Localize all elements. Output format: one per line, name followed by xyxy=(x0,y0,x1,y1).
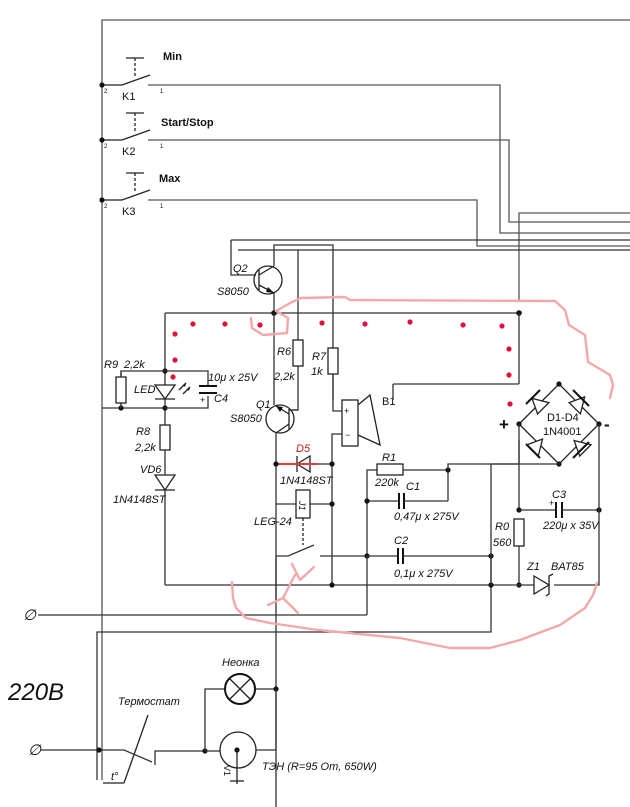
led-diode xyxy=(153,384,177,401)
bridge-ref: D1-D4 xyxy=(547,412,579,424)
switch-bank: Min K1 2 1 Start/Stop K2 2 1 Max K3 2 1 xyxy=(99,19,630,780)
switch-k1[interactable] xyxy=(99,57,630,234)
left-rail-wire xyxy=(101,19,630,780)
r8-value: 2,2k xyxy=(134,442,156,454)
svg-text:+: + xyxy=(549,498,554,508)
switch-k2[interactable] xyxy=(99,112,630,223)
q2-part: S8050 xyxy=(217,286,250,298)
r9-value: 2,2k xyxy=(123,359,145,371)
z1-ref: Z1 xyxy=(526,561,540,573)
vd6-value: 1N4148ST xyxy=(113,494,167,506)
transistor-q2 xyxy=(230,240,334,400)
red-dots-annotation xyxy=(170,319,513,407)
terminal-top[interactable]: ∅ xyxy=(23,607,37,624)
heater-label: ТЭН (R=95 Om, 650W) xyxy=(262,761,377,773)
switch-k3-pin2: 2 xyxy=(104,204,108,210)
heater-ten: V1 xyxy=(205,689,277,784)
b1-ref: B1 xyxy=(382,396,395,408)
c1-value: 0,47μ x 275V xyxy=(394,511,460,523)
svg-text:+: + xyxy=(200,395,205,405)
r0-ref: R0 xyxy=(495,521,510,533)
led-label: LED xyxy=(134,384,155,396)
r7-ref: R7 xyxy=(312,351,327,363)
lamp-neon xyxy=(204,673,279,751)
resistor-r8 xyxy=(159,424,171,451)
zener-z1 xyxy=(533,574,551,596)
resistor-r9 xyxy=(115,376,127,404)
led-block: + xyxy=(102,368,217,411)
switch-k2-pin2: 2 xyxy=(104,144,108,150)
bus-wire xyxy=(518,212,630,240)
c3-value: 220μ x 35V xyxy=(542,520,600,532)
q2-ref: Q2 xyxy=(233,263,248,275)
c2-value: 0,1μ x 275V xyxy=(394,568,454,580)
r6-value: 2,2k xyxy=(273,371,295,383)
bridge-minus: - xyxy=(604,415,610,434)
c2-ref: C2 xyxy=(394,535,408,547)
diode-d5 xyxy=(273,454,335,474)
c4-ref: C4 xyxy=(214,393,228,405)
resistor-r7 xyxy=(327,347,339,375)
diode-bridge xyxy=(96,313,602,780)
bridge-part: 1N4001 xyxy=(543,426,582,438)
buzzer-b1: + − xyxy=(331,393,381,585)
switch-k3-pin1: 1 xyxy=(160,204,164,210)
r0-value: 560 xyxy=(493,537,512,549)
terminal-bottom[interactable]: ∅ xyxy=(28,742,42,759)
d5-value: 1N4148ST xyxy=(280,475,334,487)
relay-part: LEG-24 xyxy=(254,516,292,528)
switch-k2-pin1: 1 xyxy=(160,144,164,150)
resistor-r1 xyxy=(376,463,404,476)
svg-text:V1: V1 xyxy=(222,765,232,776)
bridge-plus: + xyxy=(499,415,509,434)
switch-k2-label: Start/Stop xyxy=(161,117,214,129)
thermostat-symbol: t° xyxy=(111,771,119,783)
svg-text:+: + xyxy=(344,406,349,416)
thermostat-label: Термостат xyxy=(118,696,180,708)
relay-j1: J1 xyxy=(275,489,367,807)
switch-k3-ref: K3 xyxy=(122,206,135,218)
switch-k1-label: Min xyxy=(163,51,182,63)
switch-k2-ref: K2 xyxy=(122,146,135,158)
thermostat xyxy=(40,714,208,784)
c1-ref: C1 xyxy=(406,481,420,493)
svg-text:−: − xyxy=(345,430,350,440)
r1-ref: R1 xyxy=(382,452,396,464)
r9-label: R9 xyxy=(104,359,118,371)
r1-value: 220k xyxy=(374,477,399,489)
switch-k1-ref: K1 xyxy=(122,91,135,103)
switch-k1-pin1: 1 xyxy=(160,89,164,95)
c4-value: 10μ x 25V xyxy=(208,372,259,384)
r6-ref: R6 xyxy=(277,346,292,358)
svg-text:J1: J1 xyxy=(297,500,307,511)
lamp-label: Неонка xyxy=(222,657,260,669)
d5-ref: D5 xyxy=(296,443,311,455)
r7-value: 1k xyxy=(311,366,323,378)
power-filter: + xyxy=(165,424,602,597)
diode-vd6 xyxy=(153,474,177,492)
q1-ref: Q1 xyxy=(256,399,271,411)
resistor-r0 xyxy=(513,518,525,547)
r8-ref: R8 xyxy=(136,426,151,438)
switch-k1-pin2: 2 xyxy=(104,89,108,95)
vd6-ref: VD6 xyxy=(140,464,162,476)
c3-ref: C3 xyxy=(552,489,567,501)
z1-value: BAT85 xyxy=(551,561,585,573)
supply-voltage-label: 220В xyxy=(7,679,64,706)
resistor-r6 xyxy=(292,339,304,367)
switch-k3[interactable] xyxy=(99,172,630,247)
pink-hand-drawn-outline xyxy=(230,295,615,650)
q1-part: S8050 xyxy=(230,413,263,425)
switch-k3-label: Max xyxy=(159,173,181,185)
